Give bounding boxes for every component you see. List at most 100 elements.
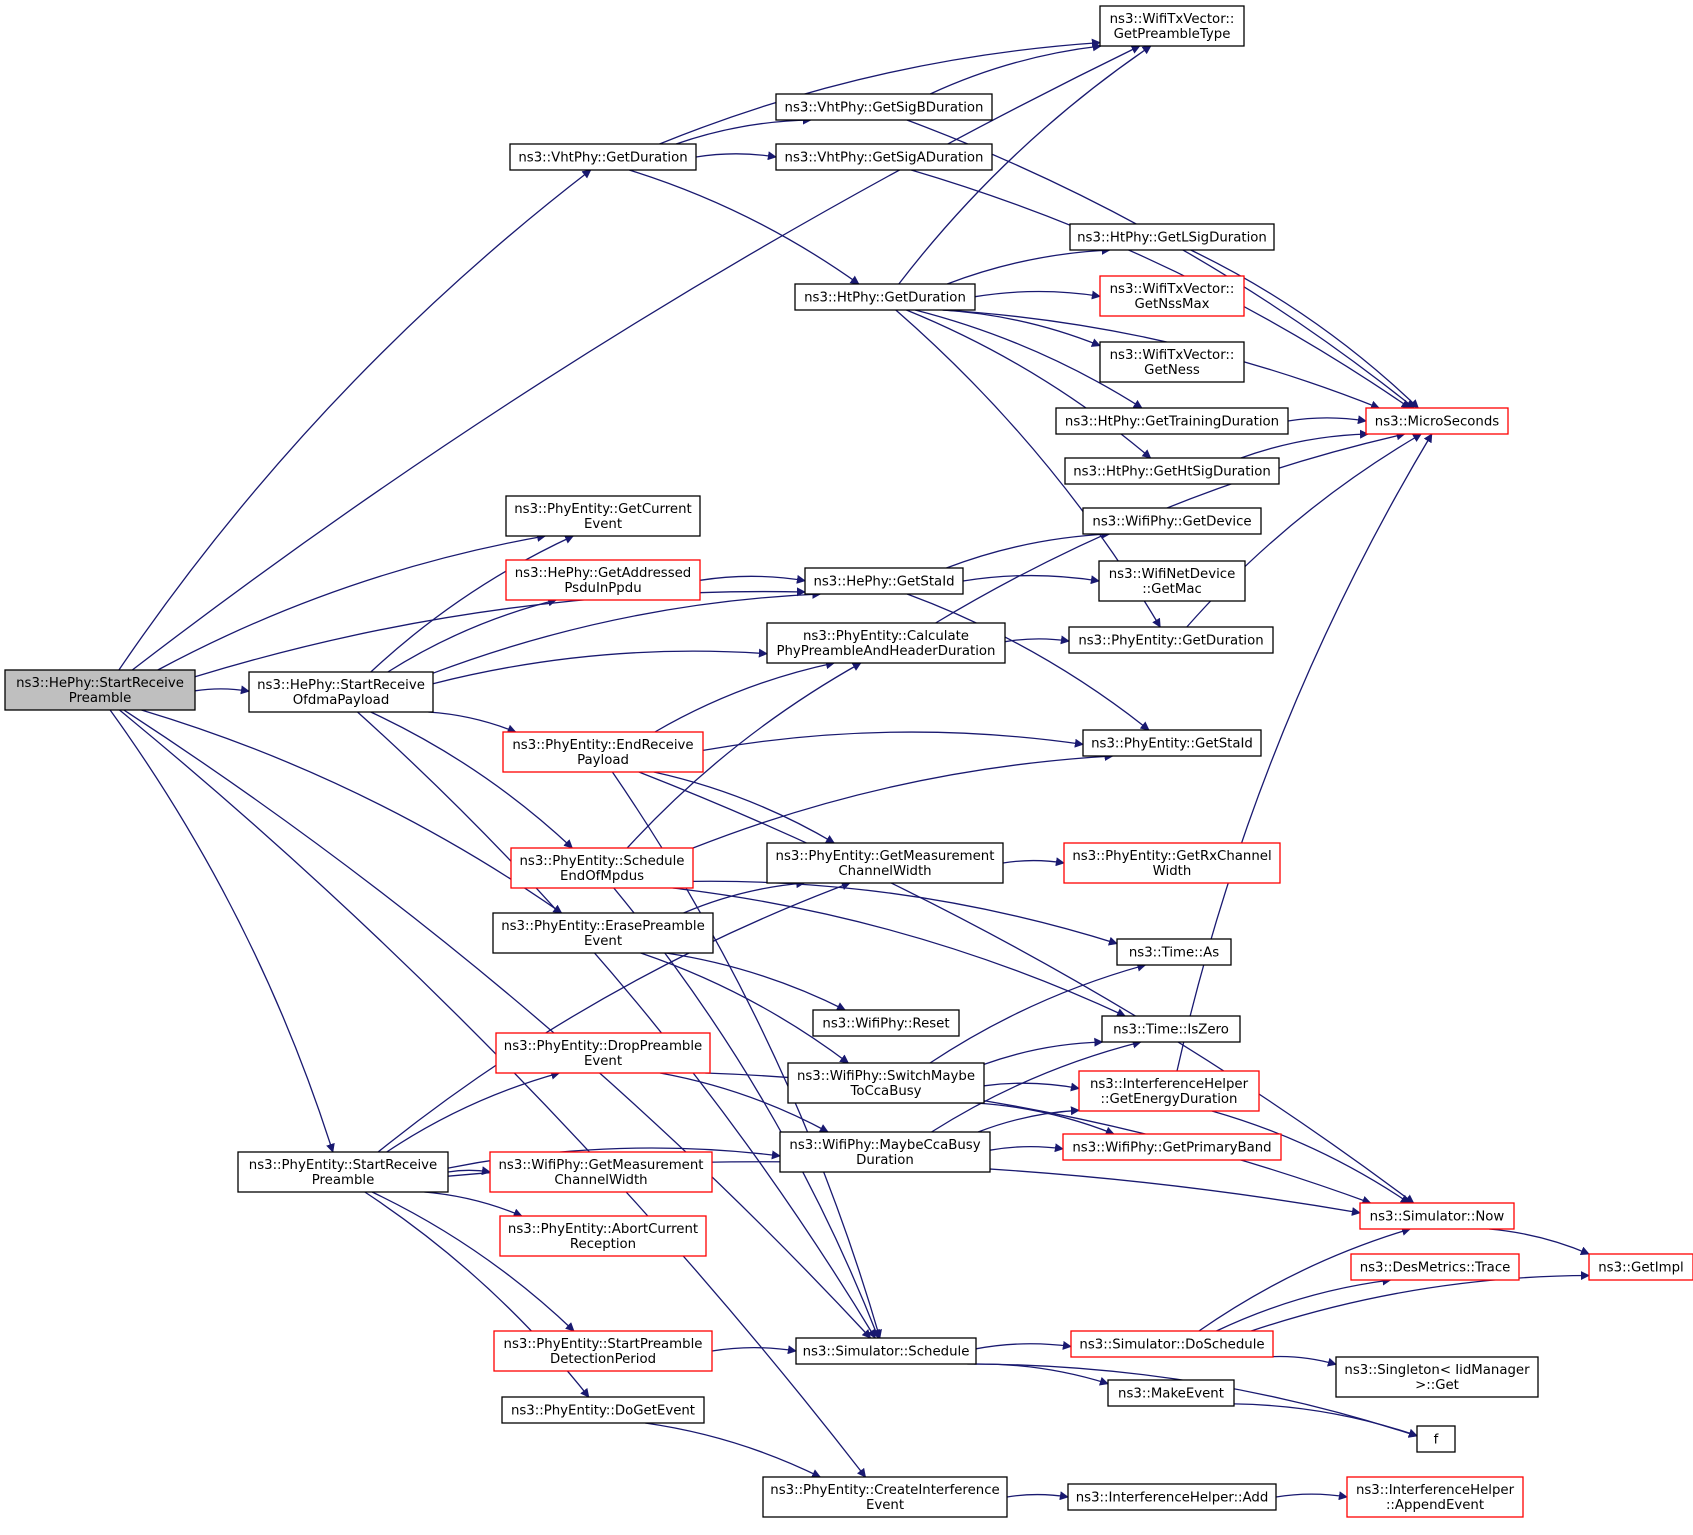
edge-energy-to-now [1211,1110,1410,1204]
node-reset-label-0: ns3::WifiPhy::Reset [822,1017,949,1032]
node-htlsig[interactable]: ns3::HtPhy::GetLSigDuration [1069,223,1275,251]
node-schedule[interactable]: ns3::Simulator::Schedule [795,1337,977,1365]
node-root-label-0: ns3::HePhy::StartReceive [16,676,184,691]
node-timeas-label-0: ns3::Time::As [1129,946,1219,961]
node-ness-box [1099,341,1245,383]
edge-doget-to-createint [645,1422,822,1478]
node-pestaid[interactable]: ns3::PhyEntity::GetStaId [1082,729,1262,757]
node-rxchw-label-1: Width [1153,864,1192,879]
node-append[interactable]: ns3::InterferenceHelper::AppendEvent [1346,1476,1524,1518]
edge-htdur-to-preambletype [898,45,1152,285]
node-pedur[interactable]: ns3::PhyEntity::GetDuration [1068,626,1274,654]
node-preambletype-label-1: GetPreambleType [1114,27,1231,42]
node-makeevent[interactable]: ns3::MakeEvent [1107,1379,1235,1407]
node-vhtsigb[interactable]: ns3::VhtPhy::GetSigBDuration [775,93,993,121]
node-iszero-label-0: ns3::Time::IsZero [1113,1023,1229,1038]
node-calcpre[interactable]: ns3::PhyEntity::CalculatePhyPreambleAndH… [766,622,1006,664]
node-energy[interactable]: ns3::InterferenceHelper::GetEnergyDurati… [1078,1070,1260,1112]
node-httrain[interactable]: ns3::HtPhy::GetTrainingDuration [1055,407,1289,435]
node-calcpre-label-1: PhyPreambleAndHeaderDuration [776,644,995,659]
node-startdet[interactable]: ns3::PhyEntity::StartPreambleDetectionPe… [493,1330,713,1372]
node-getdevice[interactable]: ns3::WifiPhy::GetDevice [1082,507,1262,535]
edge-endrecv-to-pestaid [702,731,1084,752]
node-vhtsiga-box [775,143,993,171]
node-getmeas-label-0: ns3::PhyEntity::GetMeasurement [776,849,995,864]
node-micro[interactable]: ns3::MicroSeconds [1365,407,1509,435]
node-dosched[interactable]: ns3::Simulator::DoSchedule [1070,1330,1274,1358]
node-httrain-label-0: ns3::HtPhy::GetTrainingDuration [1065,415,1279,430]
node-preambletype[interactable]: ns3::WifiTxVector::GetPreambleType [1099,5,1245,47]
node-singleton[interactable]: ns3::Singleton< IidManager>::Get [1335,1356,1539,1398]
node-trace[interactable]: ns3::DesMetrics::Trace [1350,1253,1520,1281]
edge-root-to-pestartpre [109,709,335,1153]
node-makeevent-box [1107,1379,1235,1407]
node-schedule-box [795,1337,977,1365]
node-primary[interactable]: ns3::WifiPhy::GetPrimaryBand [1062,1133,1282,1161]
edge-drop-to-maybecca [659,1072,829,1133]
node-pedur-box [1068,626,1274,654]
node-hestaid-box [804,567,964,595]
node-ofdma-box [248,671,434,713]
node-htdur-box [794,283,976,311]
node-pedur-label-0: ns3::PhyEntity::GetDuration [1078,634,1263,649]
node-getimpl[interactable]: ns3::GetImpl [1588,1253,1693,1281]
node-pestaid-box [1082,729,1262,757]
node-schedeom-box [510,847,694,889]
node-hestaid[interactable]: ns3::HePhy::GetStaId [804,567,964,595]
node-doget[interactable]: ns3::PhyEntity::DoGetEvent [501,1396,705,1424]
node-getmeas[interactable]: ns3::PhyEntity::GetMeasurementChannelWid… [766,842,1004,884]
edge-createint-to-intadd [1006,1491,1069,1501]
node-timeas[interactable]: ns3::Time::As [1116,938,1232,966]
edge-root-to-schedule [123,709,872,1339]
node-maybecca-box [779,1131,991,1173]
node-abort-label-0: ns3::PhyEntity::AbortCurrent [508,1222,698,1237]
node-vhtsiga[interactable]: ns3::VhtPhy::GetSigADuration [775,143,993,171]
node-getmac-label-0: ns3::WifiNetDevice [1109,567,1236,582]
edge-root-to-erase [141,709,563,914]
node-reset[interactable]: ns3::WifiPhy::Reset [812,1009,960,1037]
node-nssmax-label-1: GetNssMax [1135,297,1210,312]
node-calcpre-box [766,622,1006,664]
node-httrain-box [1055,407,1289,435]
node-erase-label-1: Event [584,934,622,949]
node-htsig-label-0: ns3::HtPhy::GetHtSigDuration [1073,465,1271,480]
node-addressed-label-0: ns3::HePhy::GetAddressed [515,566,692,581]
node-iszero[interactable]: ns3::Time::IsZero [1101,1015,1241,1043]
edge-dosched-to-getimpl [1250,1271,1590,1332]
node-vhtdur[interactable]: ns3::VhtPhy::GetDuration [509,143,697,171]
node-nssmax[interactable]: ns3::WifiTxVector::GetNssMax [1099,275,1245,317]
node-vhtsiga-label-0: ns3::VhtPhy::GetSigADuration [785,151,984,166]
edge-endrecv-to-now [638,771,1415,1204]
edge-pestartpre-to-wpmeas [447,1166,491,1176]
edge-switchcca-to-timeas [929,962,1147,1064]
node-rxchw-box [1063,842,1281,884]
node-now[interactable]: ns3::Simulator::Now [1359,1202,1515,1230]
node-getimpl-box [1588,1253,1693,1281]
node-htsig[interactable]: ns3::HtPhy::GetHtSigDuration [1064,457,1280,485]
node-getdevice-box [1082,507,1262,535]
node-abort-label-1: Reception [570,1237,636,1252]
edge-hestaid-to-getdevice [946,529,1111,569]
node-htdur[interactable]: ns3::HtPhy::GetDuration [794,283,976,311]
node-getmac[interactable]: ns3::WifiNetDevice::GetMac [1098,560,1246,602]
edge-vhtsiga-to-micro [911,169,1411,409]
node-intadd[interactable]: ns3::InterferenceHelper::Add [1067,1483,1277,1511]
node-ness[interactable]: ns3::WifiTxVector::GetNess [1099,341,1245,383]
node-f[interactable]: f [1416,1425,1456,1453]
node-erase-box [492,912,714,954]
